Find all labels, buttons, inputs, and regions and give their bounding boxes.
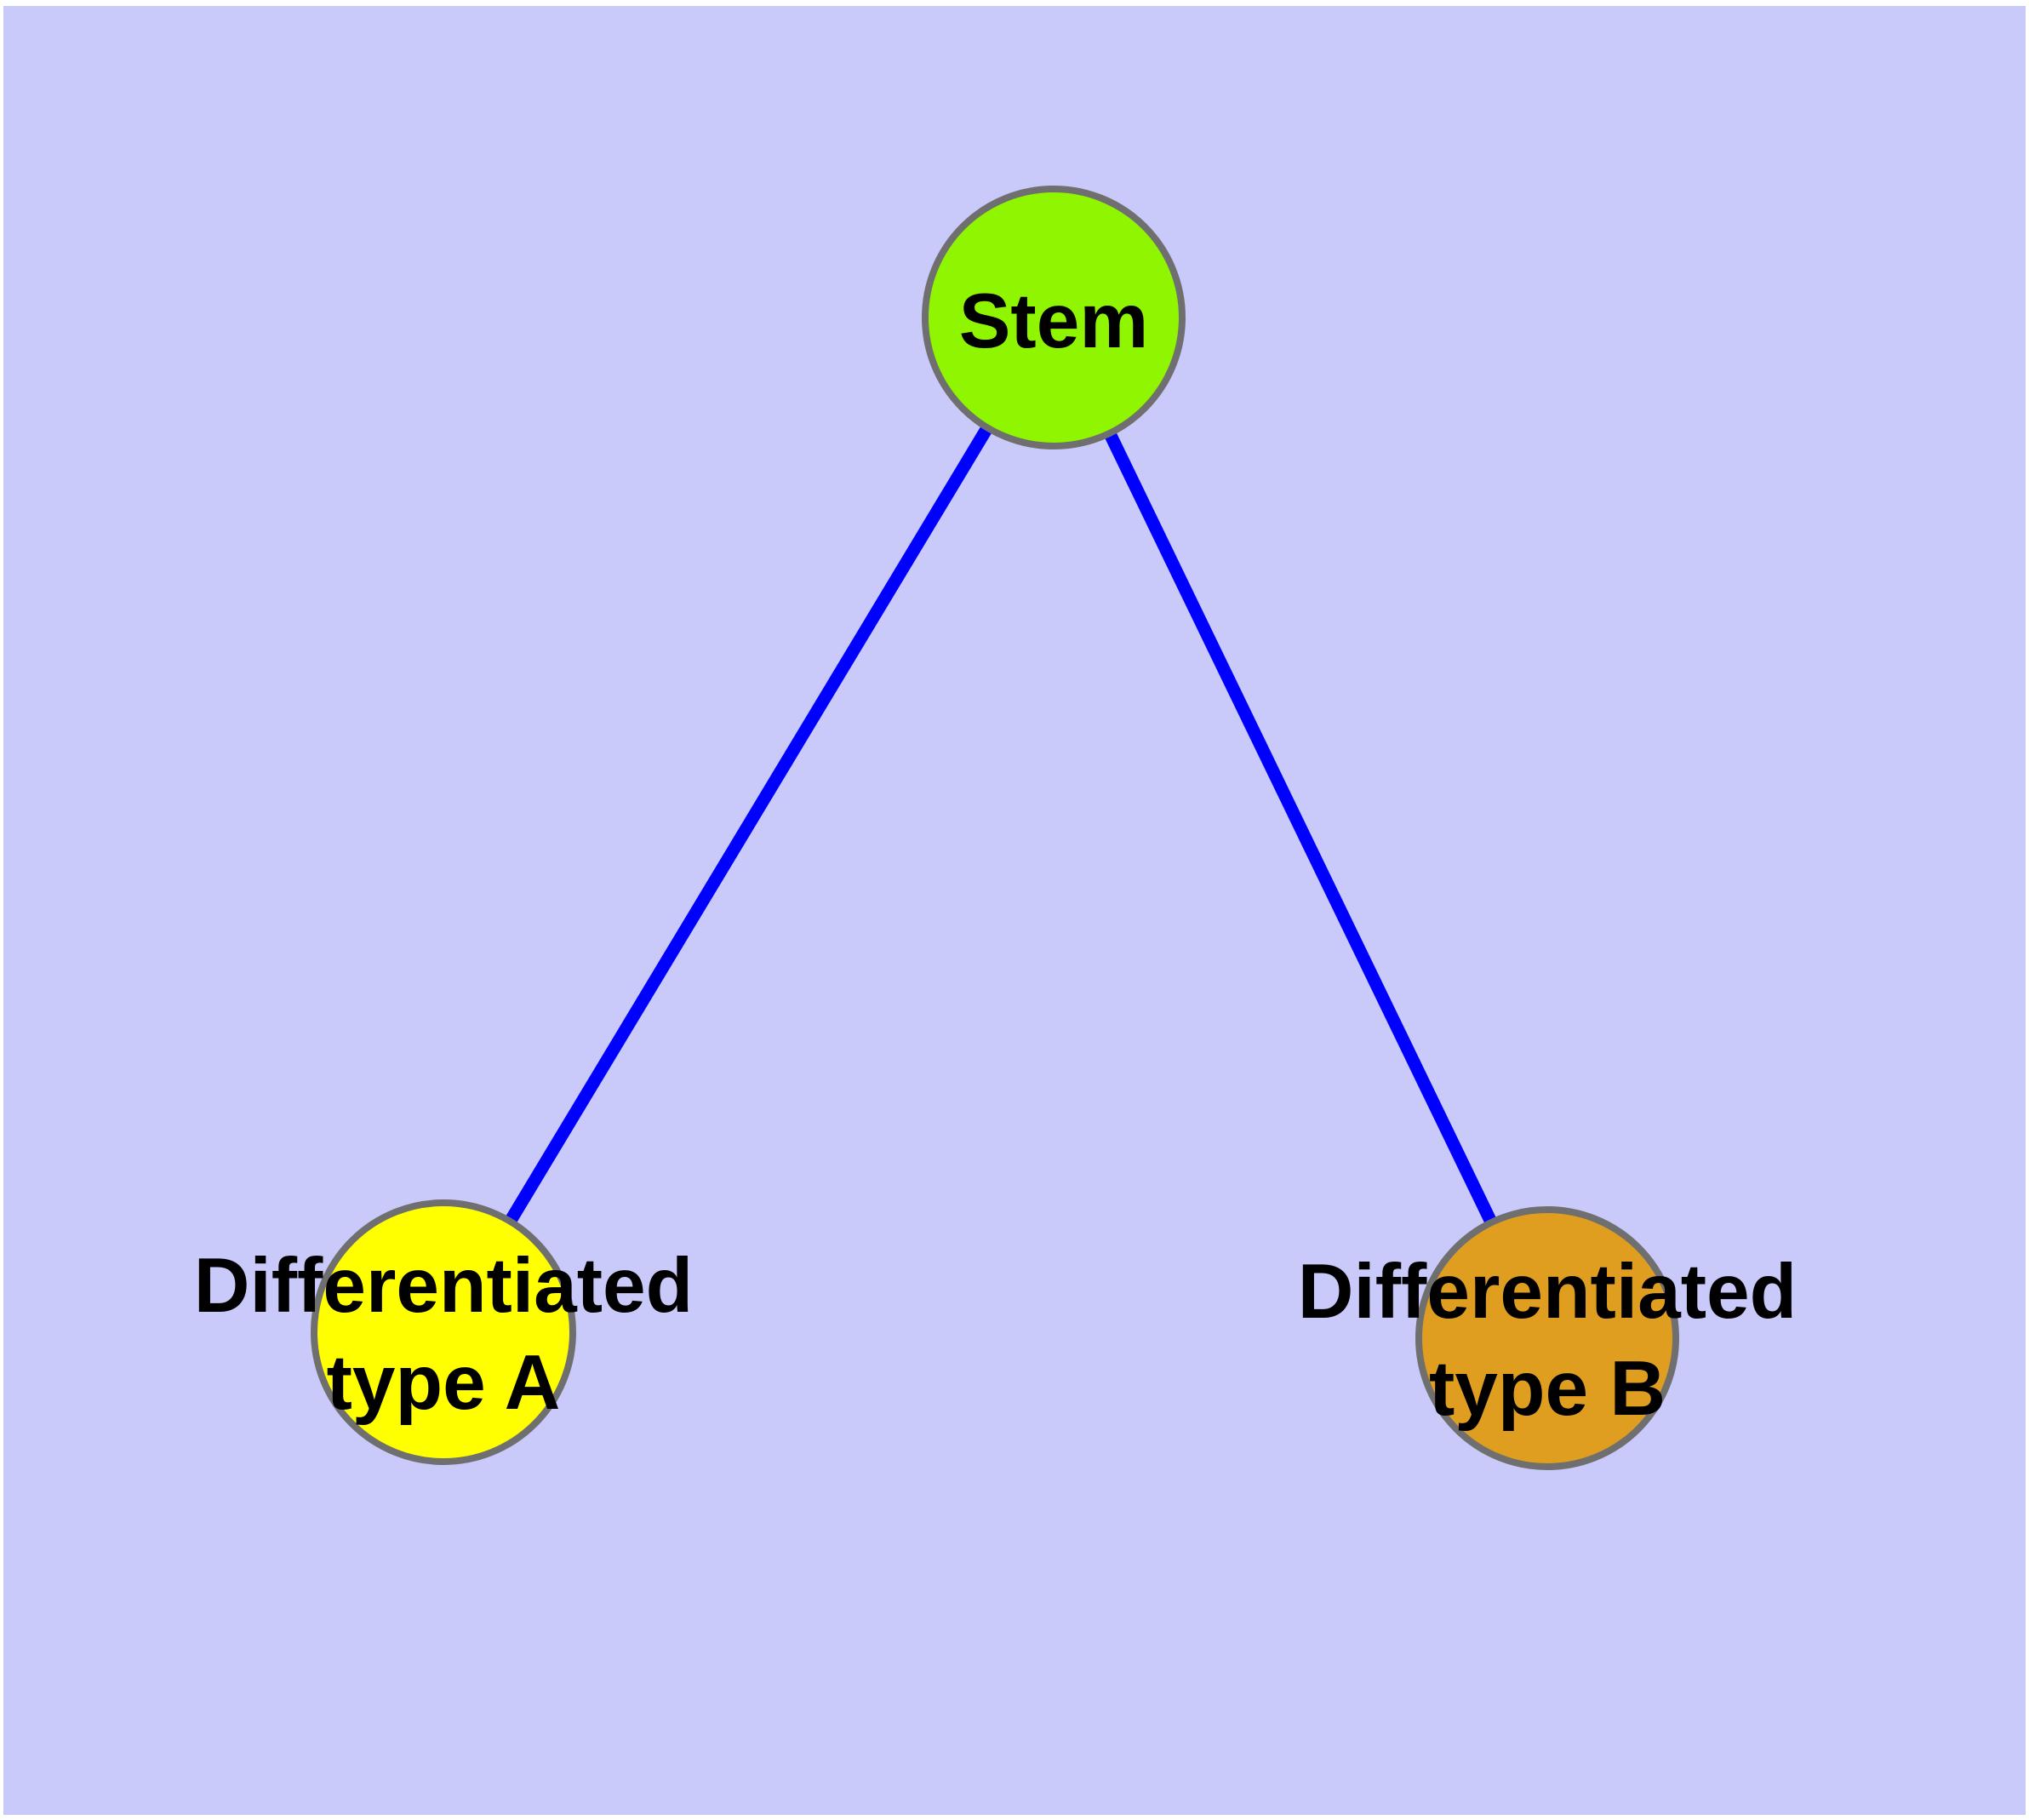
node-type-b-label-line1: Differentiated [1298,1249,1798,1335]
node-stem [922,186,1186,449]
node-differentiated-type-b [1415,1206,1679,1470]
node-type-a-label-line1: Differentiated [194,1243,694,1329]
node-stem-label: Stem [959,278,1149,364]
edge-stem-to-type-b [1048,314,1553,1342]
edge-stem-to-type-a [437,314,1060,1336]
node-type-b-label-line2: type B [1429,1346,1666,1432]
node-type-a-label-line2: type A [327,1340,561,1426]
node-differentiated-type-a [311,1199,576,1465]
